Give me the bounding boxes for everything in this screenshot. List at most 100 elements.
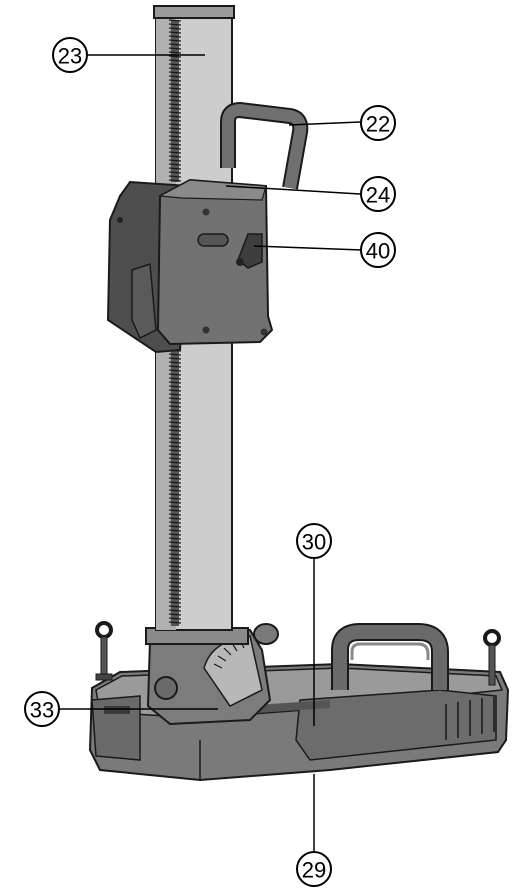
gear-rack-tooth (168, 485, 182, 488)
leader-24 (225, 185, 361, 195)
gear-rack-tooth (168, 163, 182, 166)
column-foot (145, 623, 279, 726)
clamp-knob (253, 623, 279, 645)
gear-rack-tooth (168, 473, 182, 476)
gear-rack-tooth (168, 55, 182, 58)
gear-rack-tooth (168, 131, 182, 134)
gear-rack-tooth (168, 509, 182, 512)
gear-rack-tooth (168, 159, 182, 162)
callout-23-label: 23 (58, 44, 82, 69)
gear-rack-tooth (168, 541, 182, 544)
gear-rack-tooth (168, 23, 182, 26)
callout-22-label: 22 (366, 112, 390, 137)
locking-latch (237, 233, 263, 269)
gear-rack-tooth (168, 605, 182, 608)
gear-rack-tooth (168, 469, 182, 472)
callout-23: 23 (52, 37, 88, 73)
gear-rack-tooth (168, 557, 182, 560)
gear-rack-tooth (168, 513, 182, 516)
housing-screw (202, 208, 210, 216)
gear-rack-tooth (168, 35, 182, 38)
gear-rack-tooth (168, 589, 182, 592)
gear-rack-tooth (168, 39, 182, 42)
gear-rack-tooth (168, 425, 182, 428)
gear-rack-tooth (168, 405, 182, 408)
gear-rack-tooth (168, 617, 182, 620)
gear-rack-tooth (168, 533, 182, 536)
gear-rack-tooth (168, 481, 182, 484)
gear-rack-tooth (168, 175, 182, 178)
gear-rack (168, 19, 182, 626)
leader-40 (253, 245, 363, 251)
gear-rack-tooth (168, 577, 182, 580)
gear-rack-tooth (168, 353, 182, 356)
gear-rack-tooth (168, 413, 182, 416)
leader-22 (288, 121, 361, 126)
base-ribs (445, 697, 495, 740)
callout-30: 30 (296, 523, 332, 559)
gear-rack-tooth (168, 51, 182, 54)
gear-rack-tooth (168, 497, 182, 500)
carriage (106, 101, 309, 354)
gear-rack-tooth (168, 501, 182, 504)
gear-rack-tooth (168, 429, 182, 432)
callout-24-label: 24 (366, 183, 390, 208)
gear-rack-tooth (168, 171, 182, 174)
gear-rack-tooth (168, 453, 182, 456)
gear-rack-tooth (168, 409, 182, 412)
callout-33: 33 (24, 691, 60, 727)
gear-rack-tooth (168, 609, 182, 612)
gear-rack-tooth (168, 119, 182, 122)
pivot-knob (154, 676, 178, 700)
gear-rack-tooth (168, 91, 182, 94)
gear-rack-tooth (168, 79, 182, 82)
gear-rack-tooth (168, 573, 182, 576)
gear-rack-tooth (168, 561, 182, 564)
gear-rack-tooth (168, 461, 182, 464)
gear-rack-tooth (168, 433, 182, 436)
base-front-corner (91, 695, 141, 761)
gear-rack-tooth (168, 147, 182, 150)
base-carry-handle (331, 623, 449, 690)
gear-rack-tooth (168, 441, 182, 444)
callout-22: 22 (360, 105, 396, 141)
base-top-slot (240, 700, 330, 714)
levelling-screw-right (483, 629, 501, 686)
housing-screw (117, 217, 123, 223)
gear-rack-tooth (168, 593, 182, 596)
gear-rack-tooth (168, 87, 182, 90)
gear-rack-tooth (168, 115, 182, 118)
gear-rack-tooth (168, 553, 182, 556)
gear-rack-tooth (168, 465, 182, 468)
gear-rack-tooth (168, 127, 182, 130)
gear-rack-tooth (168, 95, 182, 98)
housing-screw (202, 326, 210, 334)
gear-rack-tooth (168, 369, 182, 372)
gear-rack-tooth (168, 521, 182, 524)
gear-rack-tooth (168, 417, 182, 420)
gear-rack-tooth (168, 357, 182, 360)
gear-rack-tooth (168, 437, 182, 440)
gear-rack-tooth (168, 381, 182, 384)
column-top-cap (153, 5, 235, 19)
gear-rack-tooth (168, 47, 182, 50)
gear-rack-tooth (168, 421, 182, 424)
gear-rack-tooth (168, 457, 182, 460)
callout-29-label: 29 (302, 858, 326, 883)
gear-rack-tooth (168, 549, 182, 552)
gear-rack-tooth (168, 525, 182, 528)
gear-rack-tooth (168, 111, 182, 114)
gear-rack-tooth (168, 31, 182, 34)
gear-rack-tooth (168, 585, 182, 588)
gear-rack-tooth (168, 493, 182, 496)
gear-rack-tooth (168, 59, 182, 62)
gear-rack-tooth (168, 75, 182, 78)
callout-30-label: 30 (302, 530, 326, 555)
callout-29: 29 (296, 851, 332, 887)
gear-rack-tooth (168, 393, 182, 396)
gear-rack-tooth (168, 477, 182, 480)
gear-rack-tooth (168, 389, 182, 392)
gear-rack-tooth (168, 27, 182, 30)
gear-rack-tooth (168, 377, 182, 380)
